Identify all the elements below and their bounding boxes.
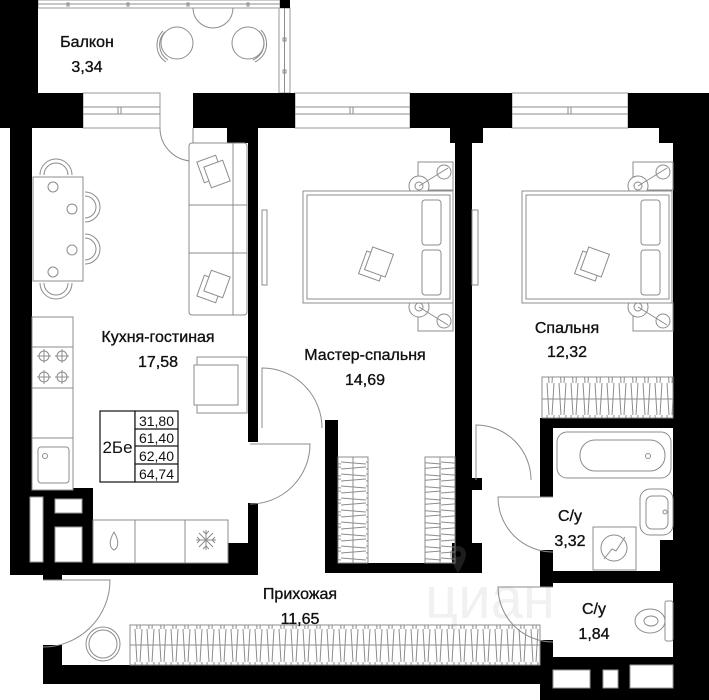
balcony-side-window [278,7,291,94]
snowflake-icon [196,530,216,550]
room-name-kitchen-living: Кухня-гостиная [101,329,214,346]
armchair [193,356,248,414]
room-area-kitchen-living: 17,58 [138,354,178,371]
master-bed [261,161,454,332]
location-pin-icon [450,546,466,573]
area-value: 64,74 [139,466,174,482]
kitchen-counter [31,316,74,491]
area-value: 31,80 [139,413,174,429]
room-name-bathroom: С/у [558,508,582,525]
hallway-fixtures [85,624,541,666]
room-name-master-bedroom: Мастер-спальня [304,347,425,364]
room-name-toilet: С/у [582,601,606,618]
sofa [188,142,248,316]
room-area-bedroom: 12,32 [547,344,587,361]
kitchen-lower-counter [92,519,229,564]
tv [261,209,268,286]
kitchen-sink [37,446,70,484]
unit-badge: 2Бе 31,80 61,40 62,40 64,74 [99,410,179,483]
toilet-door [497,586,554,643]
doors [42,7,554,648]
master-wardrobes [337,456,456,564]
windows [37,0,629,129]
area-value: 61,40 [139,430,174,446]
master-bedroom-door [261,367,323,429]
bathroom-door [497,496,554,553]
room-area-hallway: 11,65 [281,611,320,628]
watermark: циан [425,546,555,631]
master-bedroom-window [294,92,411,129]
room-name-balcony: Балкон [60,34,114,51]
tv [471,209,479,286]
bedroom-door [475,424,532,481]
room-name-hallway: Прихожая [263,586,337,603]
unit-type: 2Бе [102,438,132,457]
washbasin [639,488,674,536]
balcony-door-swing [192,7,234,29]
bedroom-bed [471,161,674,419]
bedroom-window [511,92,629,129]
kitchen-window [82,92,161,129]
balcony-top-window [37,0,281,9]
room-area-balcony: 3,34 [71,59,102,76]
umbrella-stand [85,626,121,662]
drop-icon [109,531,119,551]
room-name-bedroom: Спальня [535,320,599,337]
balcony-chairs [156,26,268,63]
room-area-bathroom: 3,32 [554,533,585,550]
kitchen-door [249,443,311,505]
entrance-door [42,579,111,648]
stove-burner-icon [37,349,69,384]
dining-set [32,158,101,300]
boiler-icon [592,526,637,571]
room-area-master-bedroom: 14,69 [345,372,385,389]
toilet [634,600,674,642]
room-area-toilet: 1,84 [578,626,609,643]
room-labels: Балкон 3,34 Кухня-гостиная 17,58 Мастер-… [60,34,610,643]
bathroom-fixtures [556,431,674,571]
area-value: 62,40 [139,448,174,464]
svg-text:циан: циан [425,566,555,631]
